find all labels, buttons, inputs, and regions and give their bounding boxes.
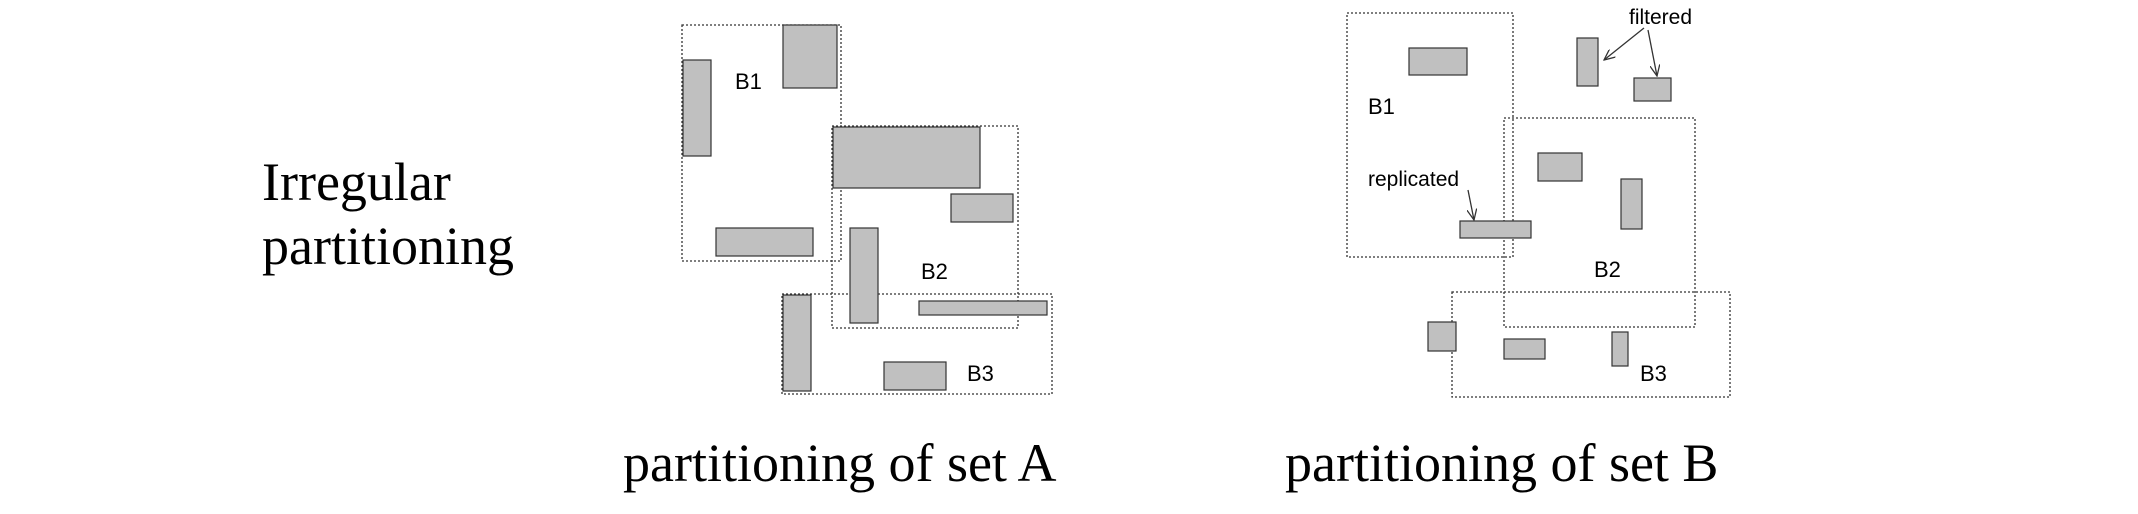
set-b-label-b3: B3: [1640, 361, 1667, 386]
set-a-object: [782, 294, 812, 392]
set-a-partition-b3-box: [781, 293, 1053, 395]
set-a-object: [950, 193, 1014, 223]
set-a-partition-b2-box: [831, 125, 1019, 329]
set-b-object: [1537, 152, 1583, 182]
set-a-label-b2: B2: [921, 259, 948, 284]
set-b-object-filtered: [1576, 37, 1599, 87]
set-b-object: [1611, 331, 1629, 367]
set-b-partition-b3-box: [1451, 291, 1731, 398]
set-b-label-b2: B2: [1594, 257, 1621, 282]
set-a-label-b3: B3: [967, 361, 994, 386]
set-a-object: [682, 59, 712, 157]
set-b-diagram: B1 B2 B3 filtered replicated partitionin…: [1285, 6, 1731, 493]
set-b-object: [1620, 178, 1643, 230]
set-a-label-b1: B1: [735, 69, 762, 94]
set-a-object: [715, 227, 814, 257]
set-b-object-replicated: [1459, 220, 1532, 239]
set-b-caption: partitioning of set B: [1285, 433, 1718, 493]
set-b-object: [1427, 321, 1457, 352]
set-a-object: [883, 361, 947, 391]
filtered-arrow: [1604, 27, 1645, 60]
set-b-object: [1408, 47, 1468, 76]
set-a-caption: partitioning of set A: [623, 433, 1056, 493]
set-b-partition-b1-box: [1346, 12, 1514, 258]
set-a-object: [849, 227, 879, 324]
filtered-annotation: filtered: [1629, 6, 1692, 29]
set-a-object: [782, 24, 838, 89]
set-b-object: [1503, 338, 1546, 360]
set-a-object: [832, 126, 981, 189]
heading-line-2: partitioning: [262, 216, 514, 276]
set-a-diagram: B1 B2 B3 partitioning of set A: [623, 24, 1056, 493]
set-b-label-b1: B1: [1368, 94, 1395, 119]
set-a-object: [918, 300, 1048, 316]
set-b-object-filtered: [1633, 77, 1672, 102]
heading-line-1: Irregular: [262, 152, 451, 212]
replicated-annotation: replicated: [1368, 168, 1459, 191]
filtered-arrow: [1647, 29, 1657, 76]
replicated-arrow: [1468, 189, 1474, 220]
set-b-partition-b2-box: [1503, 117, 1696, 328]
